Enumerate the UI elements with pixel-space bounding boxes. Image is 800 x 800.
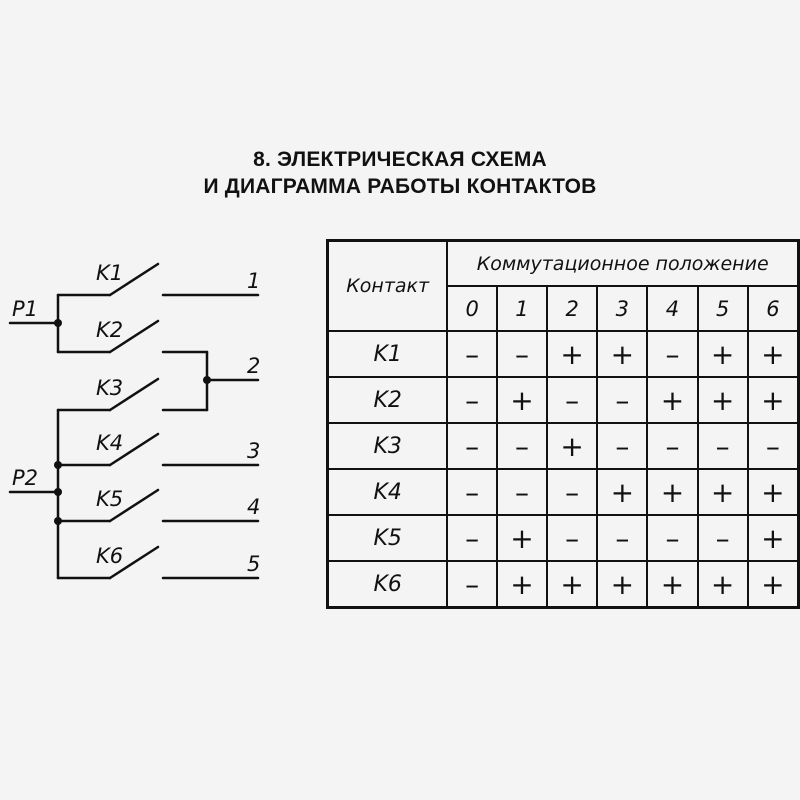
label-out4: 4	[247, 495, 260, 519]
label-p1: P1	[12, 297, 38, 321]
header-position-number: 5	[696, 285, 749, 332]
contact-state: –	[446, 422, 498, 470]
contact-state: +	[646, 376, 699, 424]
contact-state: –	[596, 376, 649, 424]
label-out3: 3	[247, 439, 260, 463]
contact-state: +	[596, 330, 649, 378]
contact-state: +	[746, 468, 800, 516]
header-contact: Контакт	[326, 239, 449, 332]
contact-diagram-table: Контакт Коммутационное положение 0 1 2 3…	[326, 239, 800, 609]
contact-state: –	[495, 422, 549, 470]
contact-state: –	[646, 514, 699, 562]
contact-state: –	[446, 468, 498, 516]
title-line-1: 8. ЭЛЕКТРИЧЕСКАЯ СХЕМА	[253, 148, 547, 171]
label-p2: P2	[12, 466, 38, 490]
label-k4: K4	[96, 431, 123, 455]
header-position-number: 6	[746, 285, 800, 332]
contact-state: –	[596, 422, 649, 470]
contact-state: –	[546, 468, 599, 516]
contact-state: +	[495, 560, 549, 609]
header-position: Коммутационное положение	[446, 239, 800, 287]
p2-junction-dot-k5	[54, 517, 62, 525]
header-position-number: 4	[646, 285, 699, 332]
out2-junction-dot	[203, 376, 211, 384]
contact-state: +	[495, 376, 549, 424]
contact-state: +	[746, 330, 800, 378]
contact-name: K6	[326, 560, 449, 609]
contact-state: +	[696, 560, 749, 609]
table-row: K6 – + + + + + +	[326, 560, 800, 609]
contact-state: –	[446, 330, 498, 378]
contact-name: K2	[326, 376, 449, 424]
contact-state: +	[746, 514, 800, 562]
contact-state: –	[495, 468, 549, 516]
k6-blade	[108, 545, 160, 580]
contact-state: –	[746, 422, 800, 470]
label-out5: 5	[247, 552, 260, 576]
contact-state: +	[696, 330, 749, 378]
label-k5: K5	[96, 487, 123, 511]
contact-state: +	[596, 560, 649, 609]
contact-state: +	[596, 468, 649, 516]
contact-state: –	[646, 330, 699, 378]
contact-state: –	[446, 514, 498, 562]
contact-state: +	[546, 330, 599, 378]
k4-blade	[108, 432, 160, 467]
contact-state: –	[696, 514, 749, 562]
contact-state: –	[596, 514, 649, 562]
contact-state: –	[495, 330, 549, 378]
contact-state: +	[746, 560, 800, 609]
contact-state: +	[696, 376, 749, 424]
table-row: K2 – + – – + + +	[326, 376, 800, 424]
header-position-number: 1	[495, 285, 549, 332]
contact-name: K3	[326, 422, 449, 470]
contact-state: –	[646, 422, 699, 470]
contact-name: K5	[326, 514, 449, 562]
contact-state: +	[646, 468, 699, 516]
title-line-2: И ДИАГРАММА РАБОТЫ КОНТАКТОВ	[203, 175, 597, 198]
contact-state: +	[495, 514, 549, 562]
p2-junction-dot	[54, 488, 62, 496]
contact-state: –	[696, 422, 749, 470]
table-row: K3 – – + – – – –	[326, 422, 800, 470]
label-k1: K1	[96, 261, 123, 285]
header-position-number: 0	[446, 285, 498, 332]
p2-junction-dot-k4	[54, 461, 62, 469]
table-row: K1 – – + + – + +	[326, 330, 800, 378]
contact-state: +	[696, 468, 749, 516]
electrical-scheme: P1 P2 K1 K2 K3 K4 K5 K6 1 2 3 4 5	[8, 261, 260, 580]
label-k6: K6	[96, 544, 123, 568]
k2-blade	[108, 319, 160, 354]
contact-state: +	[646, 560, 699, 609]
header-position-number: 2	[546, 285, 599, 332]
contact-state: +	[546, 560, 599, 609]
k5-blade	[108, 488, 160, 523]
contact-state: –	[446, 376, 498, 424]
header-position-number: 3	[596, 285, 649, 332]
table-row: K5 – + – – – – +	[326, 514, 800, 562]
table-row: K4 – – – + + + +	[326, 468, 800, 516]
contact-name: K1	[326, 330, 449, 378]
contact-state: +	[746, 376, 800, 424]
label-k2: K2	[96, 318, 123, 342]
contact-state: –	[446, 560, 498, 609]
k3-blade	[108, 377, 160, 412]
label-out1: 1	[247, 269, 260, 293]
contact-state: –	[546, 514, 599, 562]
contact-name: K4	[326, 468, 449, 516]
label-k3: K3	[96, 376, 123, 400]
p1-junction-dot	[54, 319, 62, 327]
diagram-title: 8. ЭЛЕКТРИЧЕСКАЯ СХЕМА И ДИАГРАММА РАБОТ…	[0, 146, 800, 200]
contact-state: +	[546, 422, 599, 470]
label-out2: 2	[247, 354, 260, 378]
k1-blade	[108, 262, 160, 297]
contact-state: –	[546, 376, 599, 424]
